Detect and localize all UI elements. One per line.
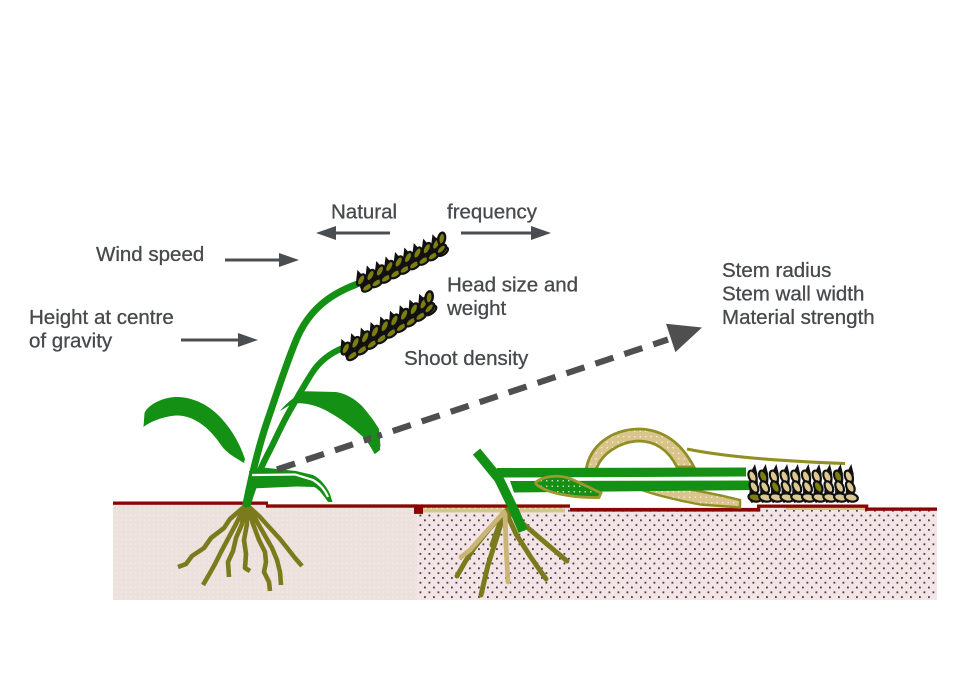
svg-text:Stem wall width: Stem wall width [722,283,864,306]
svg-text:of gravity: of gravity [29,330,113,353]
svg-text:Shoot density: Shoot density [404,347,529,370]
svg-text:Natural: Natural [331,201,397,224]
svg-text:Stem radius: Stem radius [722,259,831,282]
svg-text:Material strength: Material strength [722,306,875,329]
svg-text:Head size and: Head size and [447,274,578,297]
svg-text:Height at centre: Height at centre [29,306,174,329]
svg-text:Wind speed: Wind speed [96,243,204,266]
svg-text:frequency: frequency [447,201,538,224]
svg-text:weight: weight [446,297,507,320]
